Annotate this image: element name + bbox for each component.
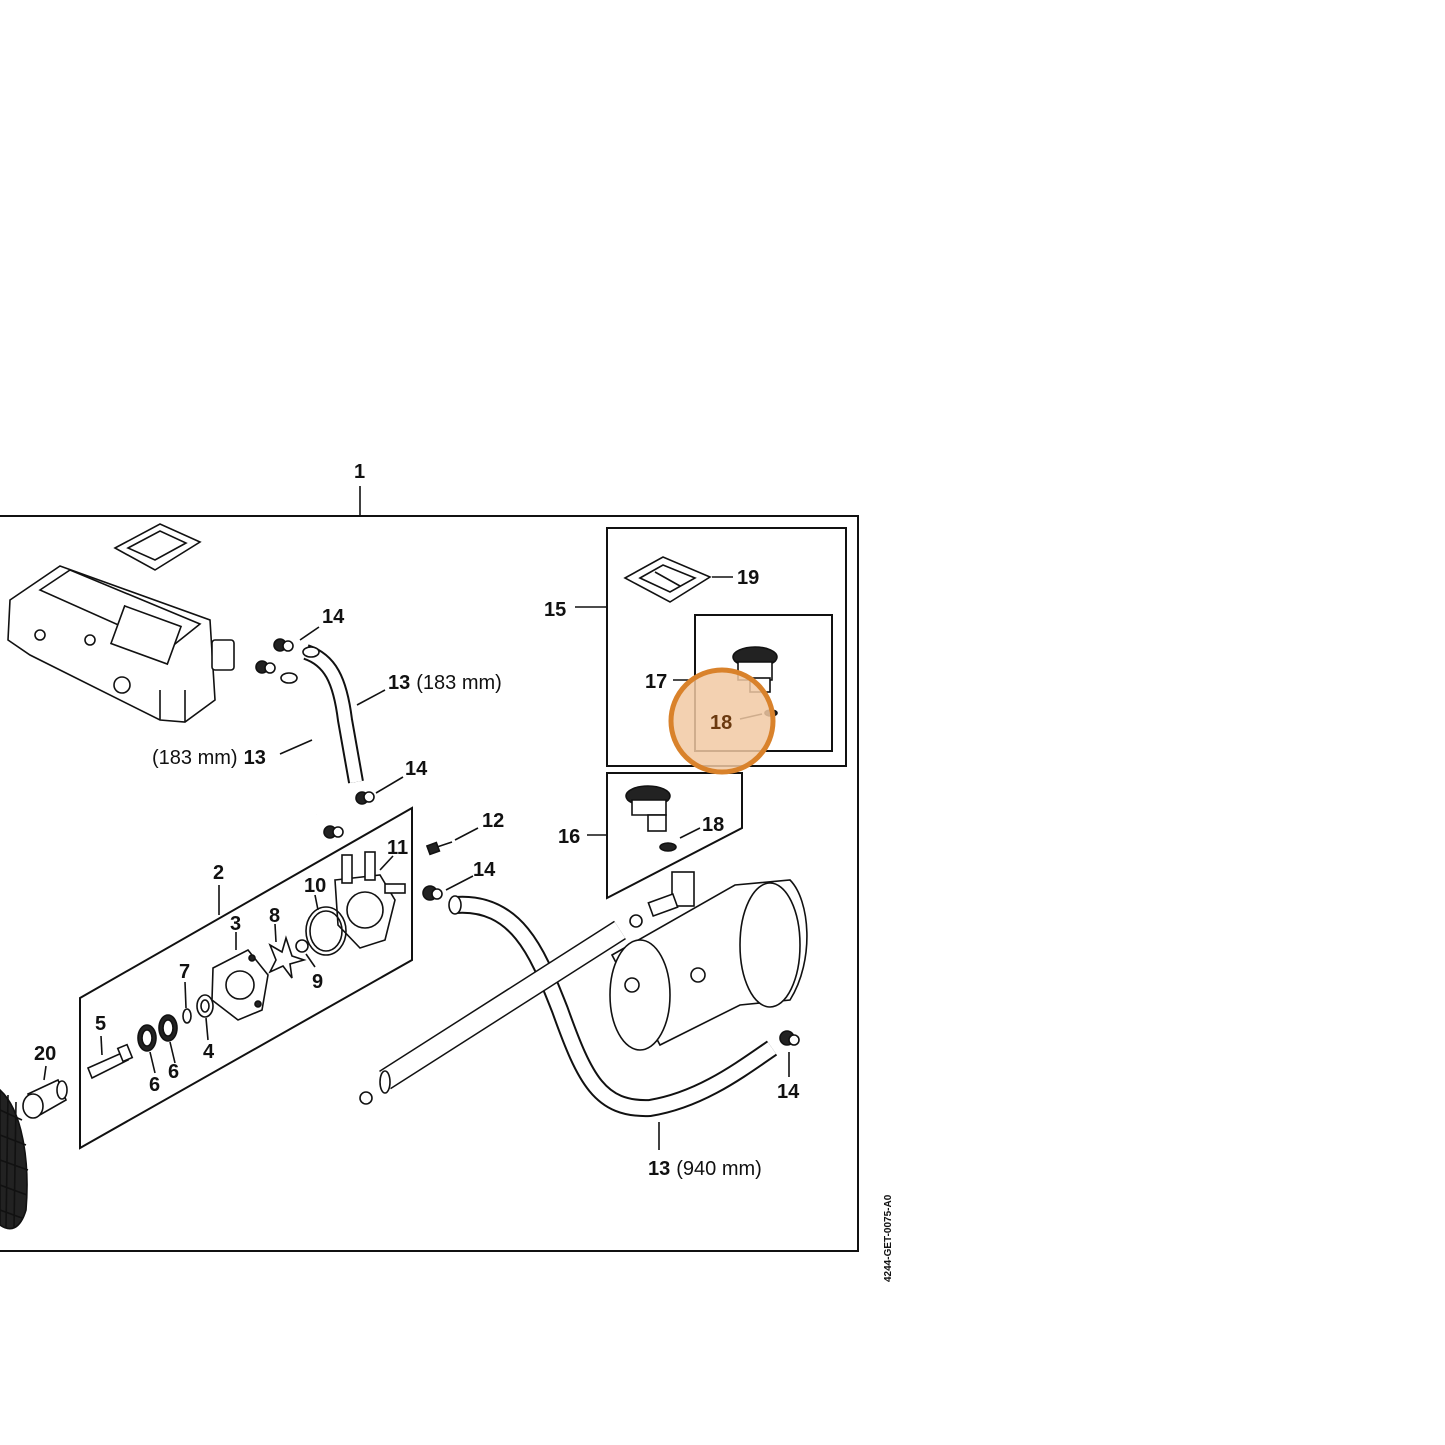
callout-13a-length: (183 mm): [416, 672, 502, 694]
pump-cover-11: [334, 851, 406, 949]
callout-6b[interactable]: 6: [168, 1061, 179, 1083]
pump-body-3: [211, 948, 269, 1021]
callout-7[interactable]: 7: [179, 961, 190, 983]
retaining-ring-7: [182, 1008, 192, 1024]
pump-housing: [7, 565, 235, 723]
callout-13c[interactable]: 13 (940 mm): [648, 1158, 762, 1180]
document-code: 4244-GET-0075-A0: [883, 1194, 894, 1282]
callout-5[interactable]: 5: [95, 1013, 106, 1035]
callout-16[interactable]: 16: [558, 826, 580, 848]
callout-14a[interactable]: 14: [322, 606, 345, 628]
callout-13a-number: 13: [388, 672, 410, 694]
callout-4[interactable]: 4: [203, 1041, 215, 1063]
filter-cylinder: [609, 871, 808, 1051]
callout-6a[interactable]: 6: [149, 1074, 160, 1096]
callout-9[interactable]: 9: [312, 971, 323, 993]
callout-14b[interactable]: 14: [405, 758, 428, 780]
hose-clamps-long: [422, 885, 800, 1046]
callout-20[interactable]: 20: [34, 1043, 56, 1065]
impeller-8: [268, 935, 307, 979]
nut-9: [295, 939, 309, 953]
callout-15[interactable]: 15: [544, 599, 566, 621]
callout-13b-length: (183 mm): [152, 747, 238, 769]
callout-8[interactable]: 8: [269, 905, 280, 927]
leader-lines: [43, 576, 790, 1150]
long-hose: [448, 895, 778, 1118]
hose-clamps-top: [255, 638, 375, 839]
o-ring-18-kit16: [659, 842, 677, 852]
seal-4: [196, 994, 214, 1018]
cover-plate-top: [113, 523, 202, 571]
callout-3[interactable]: 3: [230, 913, 241, 935]
o-ring-10: [305, 906, 347, 956]
callout-1[interactable]: 1: [354, 461, 365, 483]
callout-14c[interactable]: 14: [473, 859, 496, 881]
callout-12[interactable]: 12: [482, 810, 504, 832]
callout-18-highlighted[interactable]: 18: [710, 712, 732, 734]
callout-18b[interactable]: 18: [702, 814, 724, 836]
strainer-basket: [0, 1088, 29, 1230]
callout-14d[interactable]: 14: [777, 1081, 800, 1103]
callout-13c-number: 13: [648, 1158, 670, 1180]
screw-12: [425, 841, 453, 856]
short-hose-left: [278, 672, 322, 816]
kit-16-frame: [606, 772, 743, 900]
callout-13a[interactable]: 13 (183 mm): [388, 672, 502, 694]
coupling-20: [22, 1078, 68, 1119]
short-hose-right: [302, 644, 364, 784]
callout-19[interactable]: 19: [737, 567, 759, 589]
callout-13b[interactable]: (183 mm) 13: [152, 747, 266, 769]
shaft-5: [86, 1043, 134, 1080]
callout-10[interactable]: 10: [304, 875, 326, 897]
kit-2-frame: [79, 806, 413, 1150]
callout-13b-number: 13: [244, 747, 266, 769]
highlight-circle-part-18[interactable]: [668, 667, 776, 775]
cap-16: [625, 785, 671, 832]
callout-11[interactable]: 11: [387, 837, 408, 859]
bearings-6: [137, 1014, 178, 1052]
main-assembly-frame: [0, 486, 859, 1252]
cover-19: [623, 556, 712, 603]
cap-17: [732, 646, 778, 693]
suction-tube: [359, 920, 626, 1105]
callout-2[interactable]: 2: [213, 862, 224, 884]
callout-17[interactable]: 17: [645, 671, 667, 693]
callout-13c-length: (940 mm): [676, 1158, 762, 1180]
